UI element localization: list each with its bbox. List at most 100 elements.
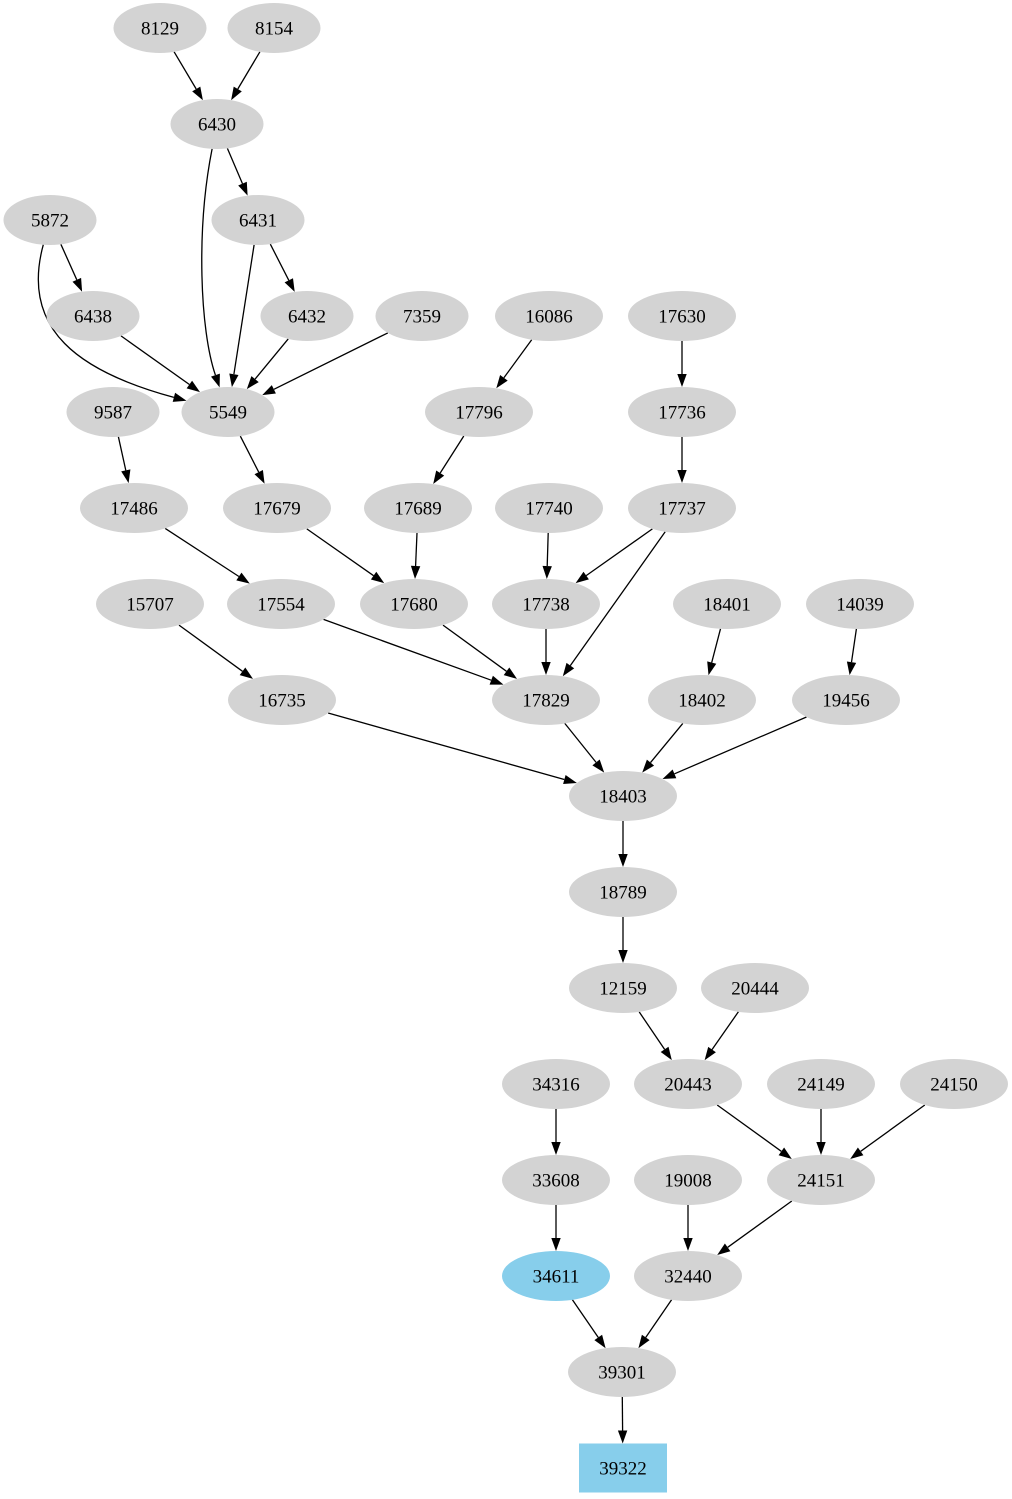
node-ellipse-shape bbox=[96, 579, 204, 629]
edge-17486-17554-arrowhead bbox=[236, 572, 250, 584]
node-ellipse-shape bbox=[223, 483, 331, 533]
node-label: 17796 bbox=[455, 403, 503, 424]
node-ellipse-shape bbox=[502, 1155, 610, 1205]
edge-16086-17796 bbox=[503, 339, 533, 379]
edge-20443-24151-arrowhead bbox=[778, 1147, 792, 1159]
graph-node-17829: 17829 bbox=[492, 675, 600, 725]
node-ellipse-shape bbox=[628, 483, 736, 533]
edge-19456-18403 bbox=[674, 716, 807, 775]
node-label: 24151 bbox=[797, 1171, 845, 1192]
node-label: 17486 bbox=[110, 499, 158, 520]
graph-node-17486: 17486 bbox=[80, 483, 188, 533]
edge-9587-17486 bbox=[117, 436, 127, 471]
edge-17796-17689-arrowhead bbox=[433, 470, 445, 484]
graph-node-20444: 20444 bbox=[701, 963, 809, 1013]
edge-7359-5549-arrowhead bbox=[262, 385, 276, 396]
graph-node-17796: 17796 bbox=[425, 387, 533, 437]
node-ellipse-shape bbox=[211, 195, 305, 245]
edge-19008-32440-arrowhead bbox=[683, 1238, 693, 1251]
node-ellipse-shape bbox=[3, 195, 97, 245]
node-label: 39322 bbox=[599, 1459, 647, 1480]
graph-node-17738: 17738 bbox=[492, 579, 600, 629]
edge-5549-17679 bbox=[239, 435, 260, 473]
node-ellipse-shape bbox=[701, 963, 809, 1013]
graph-node-5549: 5549 bbox=[181, 387, 275, 437]
node-ellipse-shape bbox=[767, 1059, 875, 1109]
node-ellipse-shape bbox=[568, 1347, 676, 1397]
graph-node-24149: 24149 bbox=[767, 1059, 875, 1109]
edge-17680-17829 bbox=[442, 624, 507, 672]
graph-node-7359: 7359 bbox=[375, 291, 469, 341]
node-label: 9587 bbox=[94, 403, 132, 424]
graph-node-33608: 33608 bbox=[502, 1155, 610, 1205]
node-label: 17829 bbox=[522, 691, 570, 712]
edge-17737-17829 bbox=[569, 531, 666, 666]
node-label: 39301 bbox=[598, 1363, 646, 1384]
node-label: 14039 bbox=[836, 595, 884, 616]
graph-node-17740: 17740 bbox=[495, 483, 603, 533]
edge-19456-18403-arrowhead bbox=[662, 769, 677, 779]
node-ellipse-shape bbox=[375, 291, 469, 341]
node-label: 17679 bbox=[253, 499, 301, 520]
node-label: 6438 bbox=[74, 307, 112, 328]
node-label: 8129 bbox=[141, 19, 179, 40]
graph-node-17736: 17736 bbox=[628, 387, 736, 437]
edge-5872-6438-arrowhead bbox=[72, 277, 83, 292]
edge-6430-5549 bbox=[201, 148, 217, 376]
node-ellipse-shape bbox=[634, 1155, 742, 1205]
node-label: 15707 bbox=[126, 595, 174, 616]
edge-6431-6432 bbox=[269, 243, 290, 281]
edge-24150-24151-arrowhead bbox=[850, 1147, 864, 1159]
node-ellipse-shape bbox=[569, 867, 677, 917]
edge-33608-34611-arrowhead bbox=[551, 1238, 561, 1251]
graph-node-17689: 17689 bbox=[364, 483, 472, 533]
node-ellipse-shape bbox=[495, 291, 603, 341]
node-label: 8154 bbox=[255, 19, 294, 40]
graph-node-18789: 18789 bbox=[569, 867, 677, 917]
node-ellipse-shape bbox=[502, 1251, 610, 1301]
edge-17689-17680 bbox=[414, 532, 418, 567]
edge-14039-19456 bbox=[850, 628, 858, 663]
graph-node-14039: 14039 bbox=[806, 579, 914, 629]
graph-node-15707: 15707 bbox=[96, 579, 204, 629]
edge-17740-17738-arrowhead bbox=[542, 565, 552, 579]
node-ellipse-shape bbox=[502, 1059, 610, 1109]
node-ellipse-shape bbox=[181, 387, 275, 437]
graph-node-6432: 6432 bbox=[260, 291, 354, 341]
graph-node-6438: 6438 bbox=[46, 291, 140, 341]
node-label: 6431 bbox=[239, 211, 277, 232]
node-label: 24149 bbox=[797, 1075, 845, 1096]
graph-node-9587: 9587 bbox=[66, 387, 160, 437]
edge-18401-18402 bbox=[711, 628, 722, 663]
edge-15707-16735 bbox=[178, 624, 243, 672]
edge-6438-5549 bbox=[120, 335, 190, 386]
graph-node-17679: 17679 bbox=[223, 483, 331, 533]
edge-39301-39322-arrowhead bbox=[617, 1430, 628, 1444]
edge-17679-17680-arrowhead bbox=[370, 571, 385, 584]
edge-6432-5549-arrowhead bbox=[246, 376, 259, 390]
node-label: 34316 bbox=[532, 1075, 580, 1096]
edge-7359-5549 bbox=[273, 332, 389, 390]
edge-24151-32440 bbox=[727, 1200, 793, 1248]
edge-18402-18403-arrowhead bbox=[642, 759, 655, 773]
node-label: 17737 bbox=[658, 499, 706, 520]
node-label: 6432 bbox=[288, 307, 326, 328]
graph-node-34316: 34316 bbox=[502, 1059, 610, 1109]
edge-6431-6432-arrowhead bbox=[284, 278, 295, 292]
graph-node-24150: 24150 bbox=[900, 1059, 1008, 1109]
graph-node-17630: 17630 bbox=[628, 291, 736, 341]
edge-6430-6431-arrowhead bbox=[238, 181, 248, 196]
node-ellipse-shape bbox=[364, 483, 472, 533]
edge-6431-5549-arrowhead bbox=[229, 373, 239, 388]
node-ellipse-shape bbox=[260, 291, 354, 341]
graph-node-6430: 6430 bbox=[170, 99, 264, 149]
node-ellipse-shape bbox=[492, 579, 600, 629]
graph-node-16086: 16086 bbox=[495, 291, 603, 341]
node-label: 5549 bbox=[209, 403, 247, 424]
edge-14039-19456-arrowhead bbox=[846, 661, 857, 676]
graph-node-17737: 17737 bbox=[628, 483, 736, 533]
edge-17737-17738 bbox=[585, 528, 653, 577]
node-label: 16086 bbox=[525, 307, 573, 328]
node-ellipse-shape bbox=[767, 1155, 875, 1205]
